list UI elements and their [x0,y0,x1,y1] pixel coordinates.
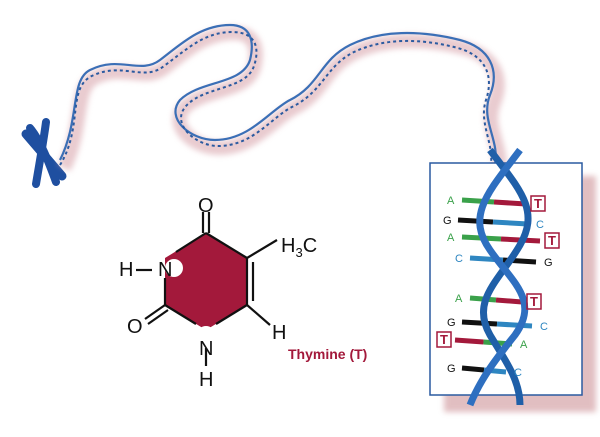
base-letter-left: A [455,293,463,305]
chromosome-icon [21,118,67,188]
atom-o-left: O [127,316,143,338]
base-letter-right: T [548,233,556,248]
base-letter-left: G [447,363,456,375]
helix-backbone [466,147,532,407]
base-letter-right: C [536,219,544,231]
base-pair-rung [457,217,494,225]
methyl-group-label: H3C [281,235,317,260]
thymine-caption: Thymine (T) [288,346,367,362]
base-letter-right: T [530,294,538,309]
base-pair-rung [461,197,495,205]
base-pair-rung [492,219,529,227]
base-letter-left: T [440,332,448,347]
thymine-box [526,293,542,310]
base-letter-left: G [443,215,452,227]
thymine-box [544,232,560,249]
atom-n-bottom: N [199,338,213,360]
base-pair-rung [461,319,498,327]
base-pair-rung [496,321,533,329]
base-letter-right: G [544,257,553,269]
base-letter-left: A [447,232,455,244]
dna-strand [57,23,507,175]
atom-n-left: N [158,259,172,281]
atom-o-top: O [198,195,214,217]
atom-h-right: H [272,322,286,344]
base-letter-right: A [520,339,528,351]
base-letter-left: A [447,195,455,207]
base-letter-right: C [540,321,548,333]
base-pair-rung [454,337,484,345]
thymine-box [436,331,452,348]
thymine-box [530,195,546,212]
base-letter-left: C [455,253,463,265]
base-pair-rung [493,199,527,207]
base-pair-rung [461,365,485,373]
base-letter-left: G [447,317,456,329]
base-letter-right: C [514,367,522,379]
thymine-molecule: O H N O N H H H3C Thymine (T) [119,195,367,391]
base-letter-right: T [534,196,542,211]
base-pair-rung [495,297,523,305]
atom-h-left: H [119,259,133,281]
atom-h-bottom: H [199,369,213,391]
